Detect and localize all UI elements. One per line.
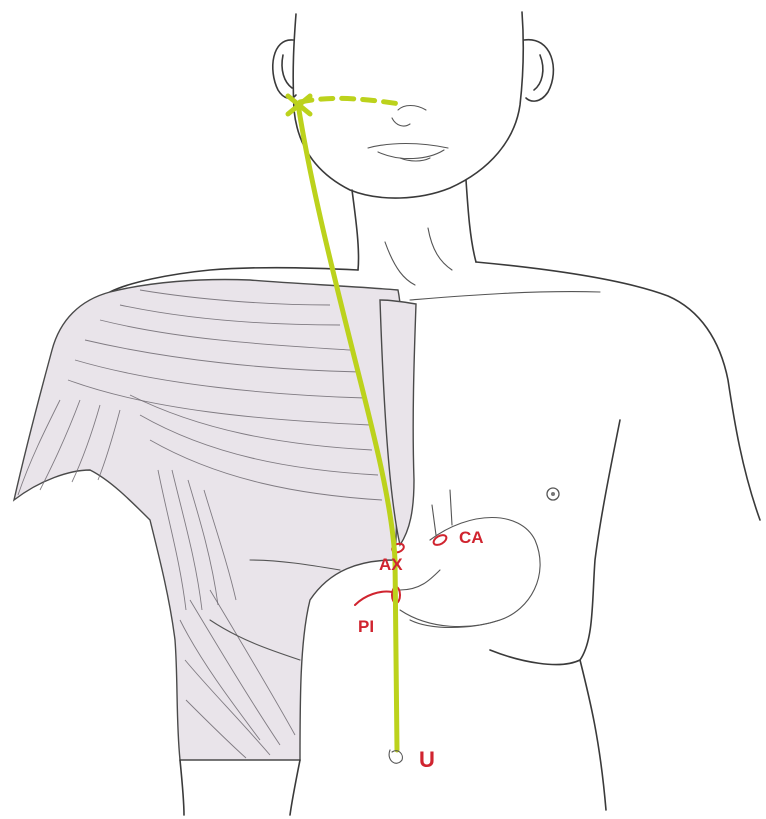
breast-pocket-outline — [400, 490, 540, 628]
nipple-icon — [547, 488, 559, 500]
label-ca: CA — [459, 528, 484, 547]
label-pi: PI — [358, 617, 374, 636]
head — [273, 12, 554, 198]
label-ax: AX — [379, 555, 403, 574]
pectoral-muscle-layer — [14, 280, 416, 761]
label-u: U — [419, 747, 435, 772]
